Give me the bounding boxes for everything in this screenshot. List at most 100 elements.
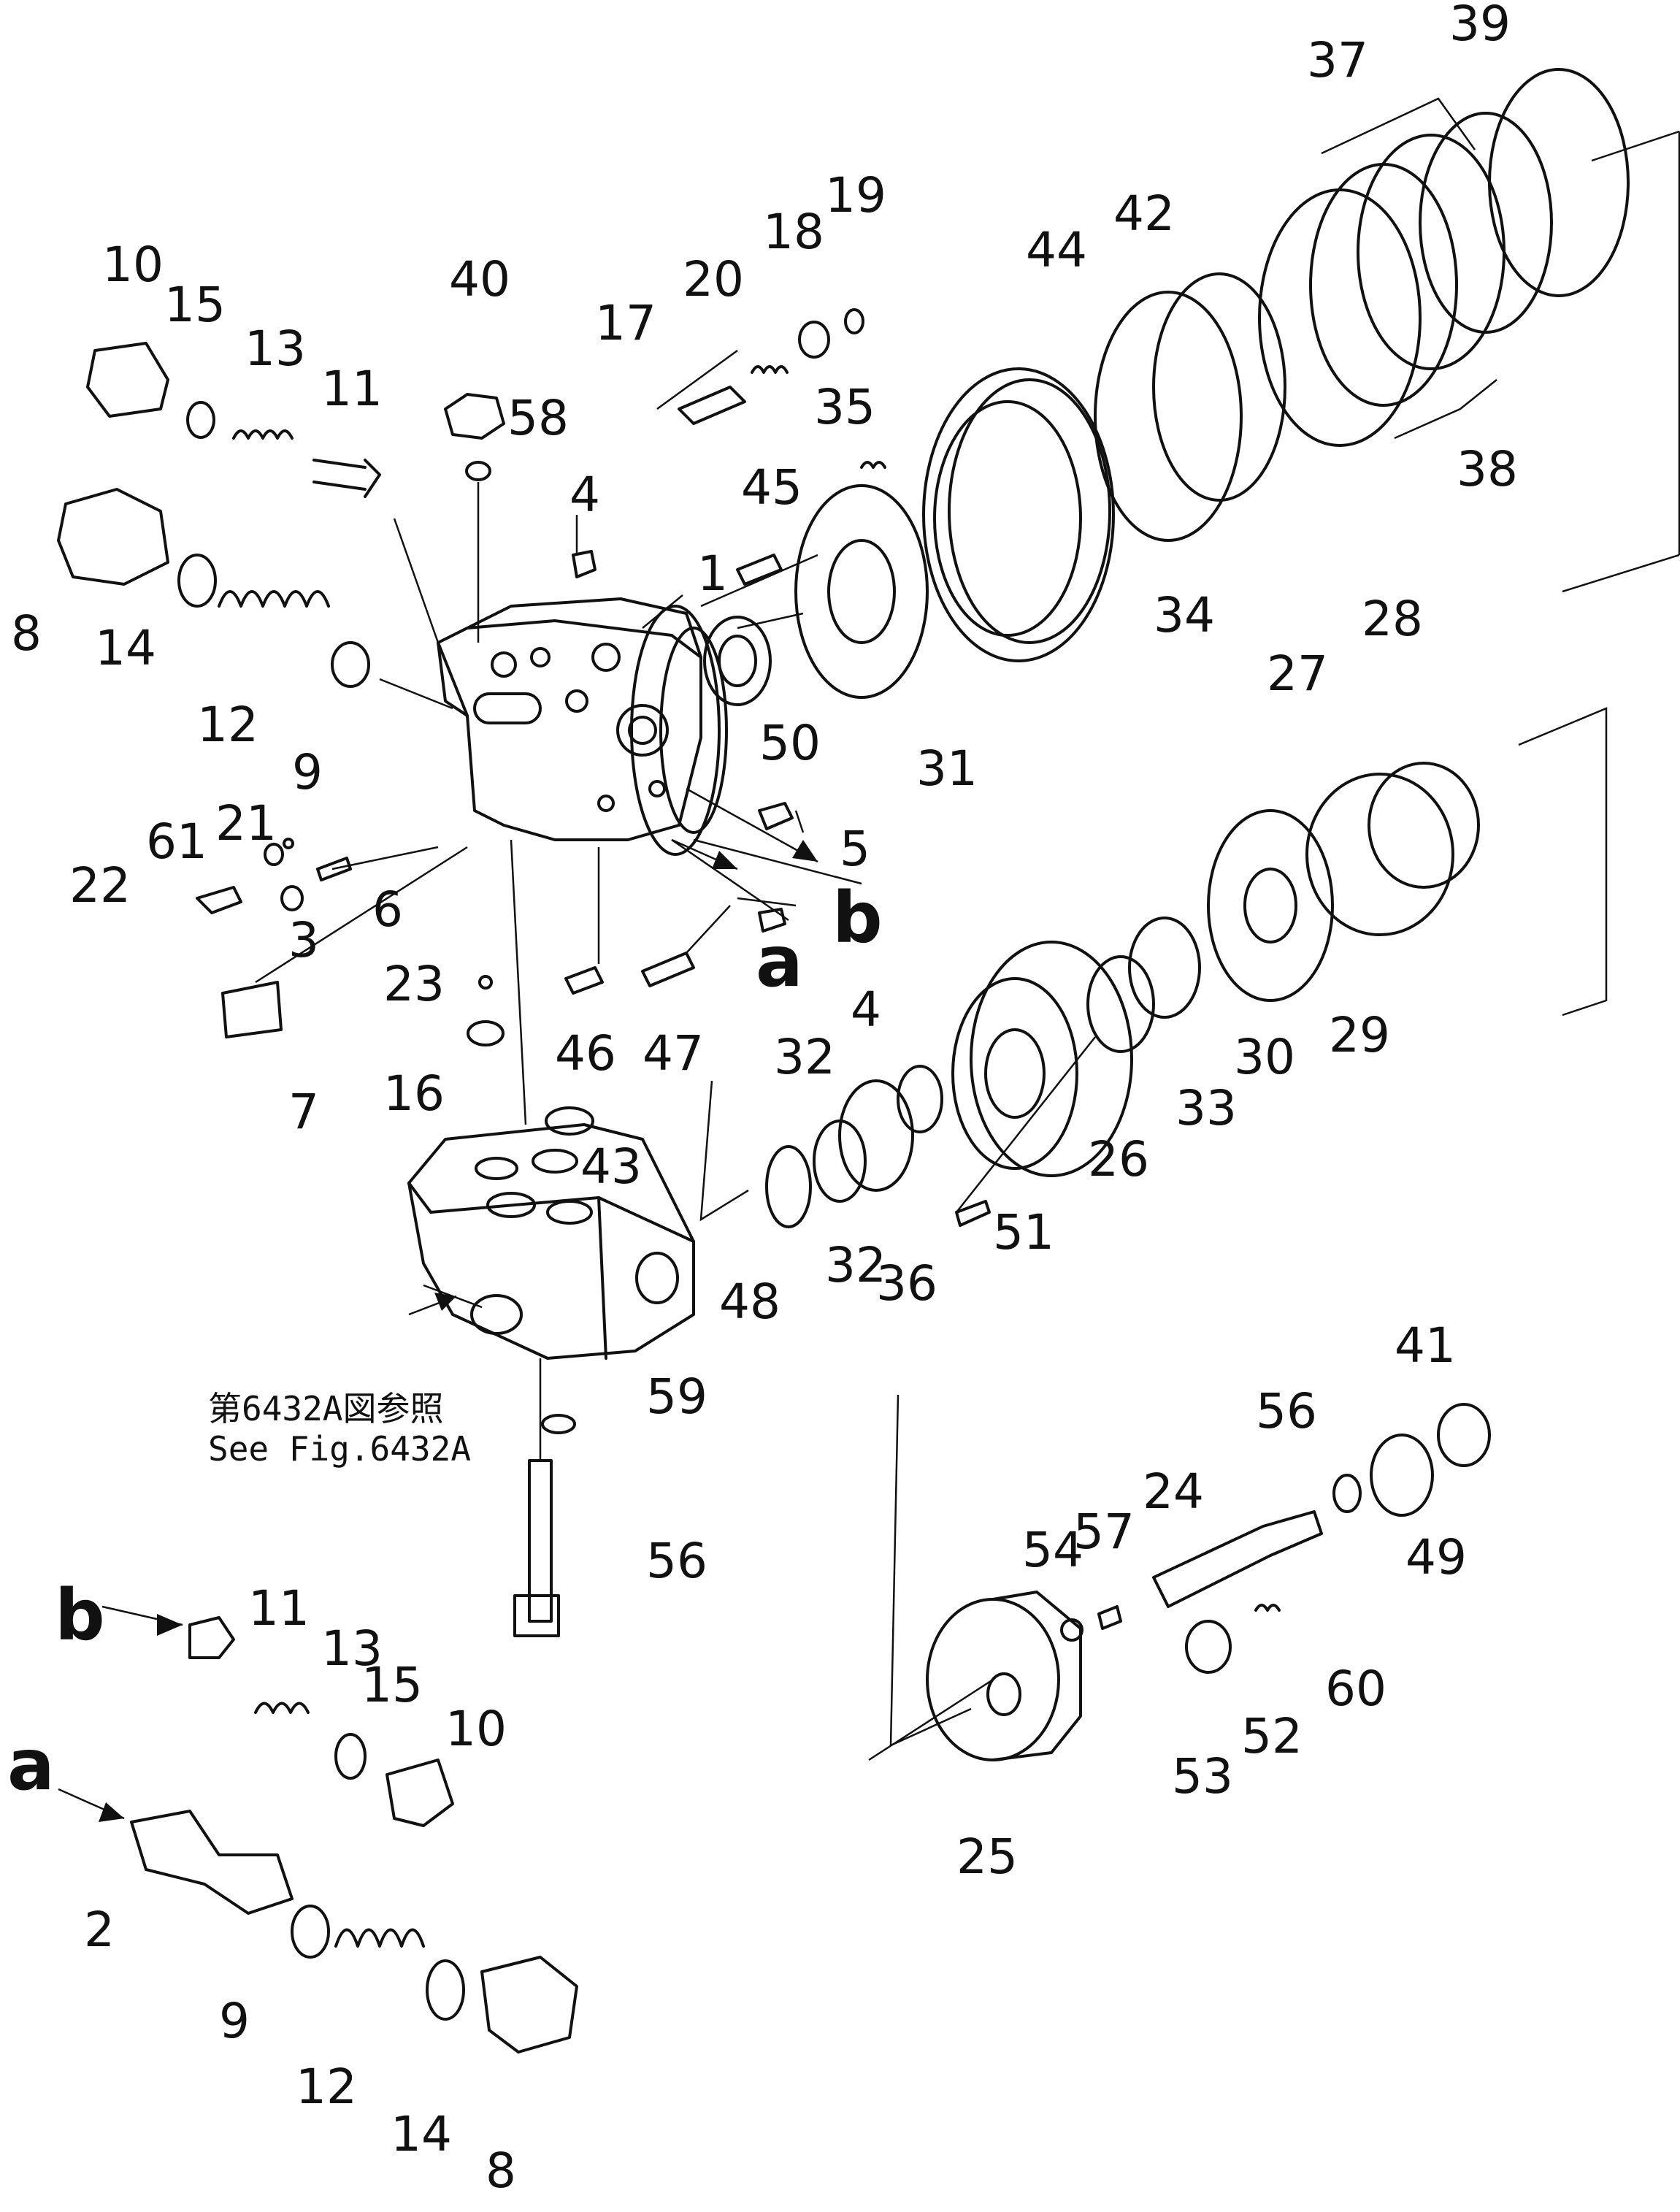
callout: 8 (486, 2143, 516, 2199)
callout: 13 (245, 321, 306, 377)
seat-18 (798, 321, 830, 359)
callout: 43 (580, 1138, 642, 1195)
callout: 31 (916, 740, 978, 797)
spring-36 (838, 1079, 914, 1192)
port-letter: b (55, 1574, 105, 1656)
plug-52-53 (1185, 1620, 1232, 1674)
brake-stack (922, 68, 1680, 662)
callout: 50 (759, 715, 821, 771)
o-ring-14 (177, 554, 217, 608)
callout: 12 (197, 697, 258, 753)
ring-33 (1086, 955, 1155, 1053)
port-letter: a (756, 921, 803, 1003)
note-line-ja: 第6432A図参照 (208, 1389, 443, 1428)
ring-56 (1332, 1474, 1362, 1513)
housing-34 (922, 367, 1115, 662)
ball-guide-30 (1128, 916, 1201, 1019)
spool-2 (130, 1810, 294, 1915)
callout: 57 (1073, 1504, 1135, 1560)
callout: 4 (851, 981, 881, 1038)
callout: 59 (646, 1369, 707, 1425)
o-ring-15b (334, 1733, 367, 1780)
callout: 15 (164, 277, 226, 333)
flow-arrows (58, 787, 818, 1822)
retainer-plate-29 (1207, 809, 1334, 1002)
callout: 4 (569, 467, 600, 523)
o-ring-44 (1094, 291, 1243, 542)
ball-23 (478, 975, 493, 990)
callout: 45 (741, 459, 802, 516)
callout: 46 (555, 1025, 616, 1082)
callout: 58 (507, 390, 569, 446)
snap-ring-59 (541, 1414, 576, 1434)
bearing-49 (1370, 1434, 1434, 1517)
o-ring-43 (545, 1106, 594, 1136)
bolt-47 (641, 952, 695, 987)
pin-6 (316, 857, 352, 881)
port-letter: a (7, 1724, 55, 1806)
callout: 32 (825, 1237, 886, 1293)
callout: 8 (11, 605, 42, 662)
callout: 23 (383, 956, 445, 1012)
spool-17 (678, 386, 746, 425)
leader-lines (255, 349, 1096, 1761)
port-letter: b (832, 877, 883, 959)
pin-46 (564, 966, 604, 995)
callout: 22 (69, 857, 131, 914)
callout: 6 (372, 881, 403, 938)
poppet-11 (312, 459, 381, 498)
callout: 14 (95, 620, 156, 676)
callout: 9 (219, 1993, 250, 2049)
callout: 42 (1113, 185, 1175, 242)
fitting-4 (572, 550, 597, 578)
cylinder-block-26 (970, 941, 1133, 1177)
callout: 36 (876, 1255, 937, 1312)
callout: 48 (719, 1274, 780, 1330)
washer-32-top (897, 1065, 943, 1133)
seal-41 (1437, 1403, 1491, 1467)
callout: 10 (445, 1701, 507, 1757)
callout: 7 (288, 1084, 319, 1140)
pin-5 (758, 802, 794, 830)
callout: 40 (449, 251, 510, 307)
valve-plate-assembly (703, 484, 929, 830)
top-small-parts (444, 308, 886, 578)
callout: 35 (814, 379, 875, 435)
plug-54 (1060, 1618, 1083, 1642)
callout: 19 (825, 167, 886, 223)
note-line-en: See Fig.6432A (208, 1429, 471, 1469)
callout: 1 (697, 546, 728, 602)
shim-9b (291, 1905, 330, 1959)
flow-letters: a b b a (7, 877, 883, 1806)
o-ring-58 (465, 461, 491, 481)
pistons-27 (1305, 773, 1454, 936)
plate-39 (1488, 68, 1630, 297)
callout: 20 (683, 251, 744, 307)
callout: 16 (383, 1065, 445, 1122)
plug-40 (444, 393, 505, 440)
spring-35 (860, 461, 886, 469)
o-ring-15 (186, 401, 215, 439)
spring-60 (1254, 1604, 1281, 1612)
shaft-24 (1152, 1510, 1323, 1608)
callout: 28 (1362, 591, 1423, 647)
bolt-22 (196, 886, 242, 914)
callout: 26 (1088, 1131, 1149, 1187)
callout: 25 (956, 1829, 1018, 1885)
callout: 14 (391, 2106, 452, 2162)
callout: 39 (1449, 0, 1511, 52)
shim-9 (331, 641, 370, 688)
relief-valve-stack-top (57, 342, 381, 688)
ball-21 (283, 838, 294, 849)
callout: 47 (643, 1025, 704, 1082)
pin-57 (1097, 1605, 1122, 1630)
callout: 60 (1325, 1661, 1386, 1717)
callout: 53 (1172, 1748, 1233, 1805)
misc-small-parts (196, 838, 786, 1637)
plug-8b (480, 1956, 578, 2054)
washer-32 (813, 1120, 867, 1203)
reference-note: 第6432A図参照 See Fig.6432A (208, 1389, 471, 1469)
relief-valve-stack-bottom (130, 1616, 578, 2054)
motor-housing (437, 597, 728, 856)
